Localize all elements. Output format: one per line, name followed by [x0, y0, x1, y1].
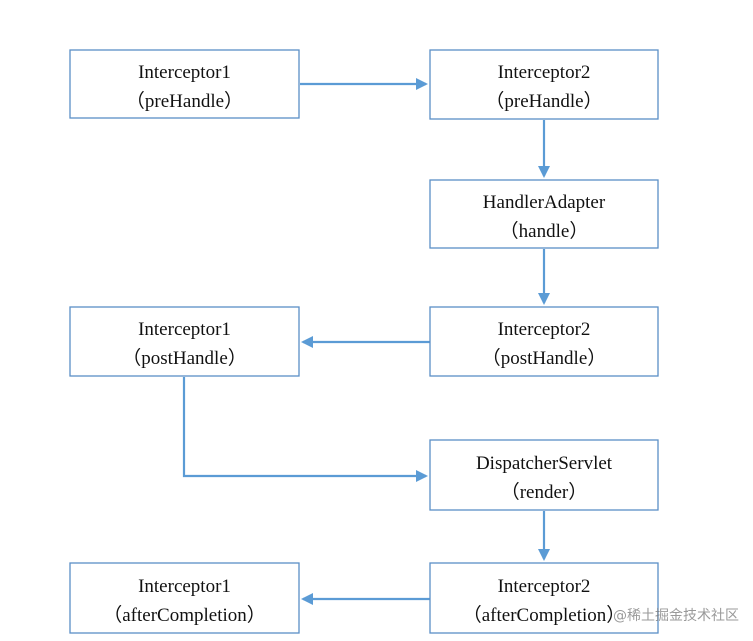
node-interceptor2-prehandle: Interceptor2 （preHandle） [429, 49, 659, 120]
node-box [429, 439, 659, 511]
edge-interceptor1-posthandle-to-dispatcherservlet [182, 377, 428, 482]
node-subtitle: （afterCompletion） [463, 604, 626, 626]
node-title: Interceptor1 [138, 319, 231, 340]
node-box [429, 306, 659, 377]
node-subtitle: （preHandle） [126, 90, 243, 112]
node-subtitle: （handle） [500, 220, 589, 242]
node-box [429, 179, 659, 249]
node-interceptor1-posthandle: Interceptor1 （postHandle） [69, 306, 300, 377]
edges [182, 78, 550, 605]
node-handleradapter-handle: HandlerAdapter （handle） [429, 179, 659, 249]
node-subtitle: （postHandle） [122, 347, 247, 369]
node-subtitle: （afterCompletion） [103, 604, 266, 626]
node-subtitle: （preHandle） [485, 90, 602, 112]
node-interceptor1-aftercompletion: Interceptor1 （afterCompletion） [69, 562, 300, 634]
node-box [69, 306, 300, 377]
node-title: Interceptor1 [138, 576, 231, 597]
node-interceptor2-aftercompletion: Interceptor2 （afterCompletion） [429, 562, 659, 634]
node-title: Interceptor2 [498, 62, 591, 83]
node-title: Interceptor2 [498, 576, 591, 597]
node-title: Interceptor1 [138, 62, 231, 83]
watermark: @稀土掘金技术社区 [613, 608, 739, 624]
node-title: DispatcherServlet [476, 453, 613, 474]
node-subtitle: （render） [501, 481, 588, 503]
node-box [429, 562, 659, 634]
node-interceptor2-posthandle: Interceptor2 （postHandle） [429, 306, 659, 377]
node-dispatcherservlet-render: DispatcherServlet （render） [429, 439, 659, 511]
node-subtitle: （postHandle） [482, 347, 607, 369]
node-title: HandlerAdapter [483, 192, 606, 213]
node-box [429, 49, 659, 120]
node-box [69, 49, 300, 119]
node-title: Interceptor2 [498, 319, 591, 340]
node-box [69, 562, 300, 634]
node-interceptor1-prehandle: Interceptor1 （preHandle） [69, 49, 300, 119]
